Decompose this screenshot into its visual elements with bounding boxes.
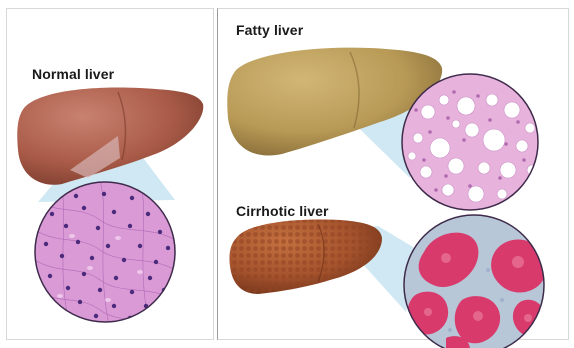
cirrhotic-tissue-magnification <box>404 215 546 348</box>
normal-tissue-magnification <box>35 180 175 330</box>
fatty-tissue-magnification <box>402 74 538 210</box>
normal-liver-label: Normal liver <box>32 66 114 82</box>
fatty-liver-label: Fatty liver <box>236 22 303 38</box>
cirrhotic-liver-label: Cirrhotic liver <box>236 203 329 219</box>
